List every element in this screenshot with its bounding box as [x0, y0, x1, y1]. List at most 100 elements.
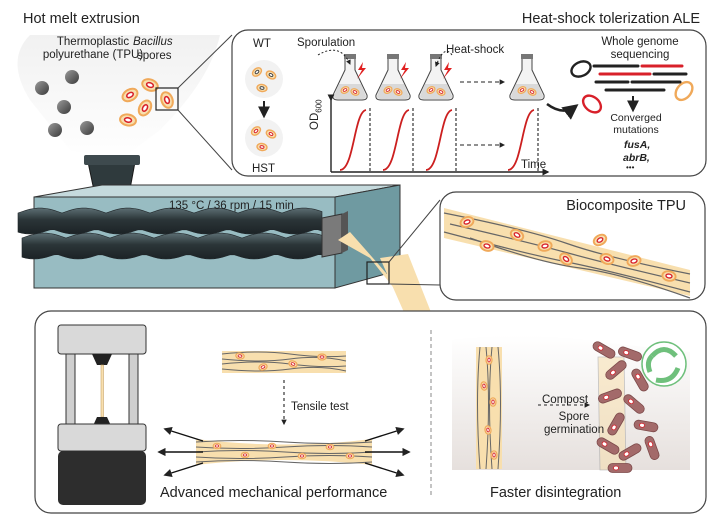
polymer-chain — [195, 440, 373, 444]
polymer-chain — [195, 450, 373, 454]
bacterium-rod — [596, 437, 620, 455]
embedded-spore — [592, 233, 608, 247]
compost-soil — [452, 335, 690, 470]
wgs-label: Whole genome sequencing — [601, 36, 679, 61]
flask-spore — [340, 86, 350, 94]
embedded-spore — [345, 452, 355, 460]
hst-label: HST — [252, 163, 275, 175]
embedded-spore — [235, 352, 245, 360]
polymer-chain — [221, 356, 347, 362]
embedded-spore — [288, 360, 298, 368]
growth-plot — [327, 94, 550, 176]
flask-icon — [375, 54, 411, 101]
extruder-barrel — [17, 184, 401, 289]
embedded-spore — [258, 363, 268, 371]
wt-population — [245, 60, 283, 98]
bacterium-rod — [605, 360, 627, 380]
heat-shock-arrow — [435, 50, 453, 67]
embedded-spore — [599, 253, 615, 265]
recycle-icon — [641, 341, 687, 387]
embedded-spore — [484, 425, 492, 435]
mechanical-caption: Advanced mechanical performance — [160, 485, 388, 501]
lightning-icon — [357, 62, 366, 79]
embedded-spore — [317, 353, 327, 361]
polymer-chain — [443, 212, 691, 275]
hst-spores — [250, 126, 277, 152]
bacterium-rod — [607, 463, 633, 473]
polymer-chain — [195, 460, 373, 464]
embedded-spore — [489, 397, 497, 407]
tensile-machine-icon — [57, 324, 147, 505]
tpu-pellets — [35, 70, 94, 137]
embedded-spore — [459, 216, 475, 228]
disintegration-caption: Faster disintegration — [490, 485, 622, 501]
extrusion-conditions: 135 °C / 36 rpm / 15 min — [169, 200, 294, 212]
mutation-fusa: fusA, — [624, 139, 651, 151]
polymer-chain — [449, 223, 691, 284]
mutation-ellipsis: ••• — [626, 163, 635, 172]
hst-population — [245, 119, 283, 157]
embedded-spore — [212, 442, 222, 450]
bacterium-rod — [607, 412, 625, 436]
flask-spore — [383, 86, 393, 94]
bacterium-rod — [631, 368, 649, 392]
embedded-spore — [509, 228, 525, 242]
bacterium-rod — [633, 419, 659, 433]
tensile-label: Tensile test — [291, 401, 349, 413]
sample-before — [476, 347, 502, 469]
tpu-label: Thermoplastic polyurethane (TPU) — [42, 36, 144, 61]
germinated-bacteria — [592, 341, 660, 473]
germination-label: Spore germination — [544, 411, 605, 436]
bacillus-label: Bacillus — [133, 36, 173, 48]
embedded-spore — [267, 442, 277, 450]
sample-before-fibers — [477, 346, 501, 470]
zoom-box-spores — [155, 87, 179, 111]
flask-spore — [436, 88, 446, 96]
polymer-chain — [195, 445, 373, 449]
spores-cluster — [119, 78, 174, 127]
bacterium-rod — [623, 394, 645, 414]
embedded-spore — [325, 443, 335, 451]
wt-spores — [251, 67, 277, 93]
mutation-abrb: abrB, — [623, 152, 650, 164]
sporulation-label: Sporulation — [297, 37, 356, 49]
biocomposite-title: Biocomposite TPU — [566, 198, 686, 214]
flask-icon — [509, 54, 545, 101]
polymer-chain — [221, 351, 347, 358]
zoom-line — [388, 199, 441, 263]
y-axis-label: OD600 — [309, 99, 324, 130]
bacterium-rod — [618, 443, 642, 461]
hme-title: Hot melt extrusion — [23, 11, 140, 27]
zoom-box-filament — [366, 261, 390, 285]
polymer-chain — [497, 346, 501, 470]
x-axis-label: Time — [521, 159, 547, 171]
lightning-icon — [443, 62, 452, 79]
force-arrows — [157, 427, 411, 477]
embedded-spore — [480, 381, 488, 391]
embedded-spore — [479, 240, 495, 252]
sequencing-reads — [592, 64, 688, 92]
flask-spore — [527, 88, 537, 96]
embedded-spore — [490, 450, 498, 460]
dna-plasmid-icon — [570, 60, 694, 114]
biocomposite-band — [444, 208, 690, 296]
embedded-spore — [485, 355, 493, 365]
embedded-spore — [626, 255, 642, 267]
flask-spore — [426, 86, 436, 94]
zoom-line — [177, 109, 233, 171]
polymer-chain — [477, 346, 481, 470]
ale-title: Heat-shock tolerization ALE — [521, 11, 700, 27]
embedded-spore — [559, 252, 573, 266]
compost-label: Compost — [542, 394, 589, 406]
growth-curve — [382, 109, 410, 171]
growth-curve — [339, 109, 367, 171]
zoom-line — [388, 283, 441, 286]
polymer-chain — [469, 237, 691, 299]
embedded-spores — [459, 216, 677, 282]
embedded-spore — [240, 451, 250, 459]
converged-label: Converged mutations — [610, 112, 662, 136]
embedded-spore — [537, 240, 553, 252]
flask-spore — [517, 86, 527, 94]
